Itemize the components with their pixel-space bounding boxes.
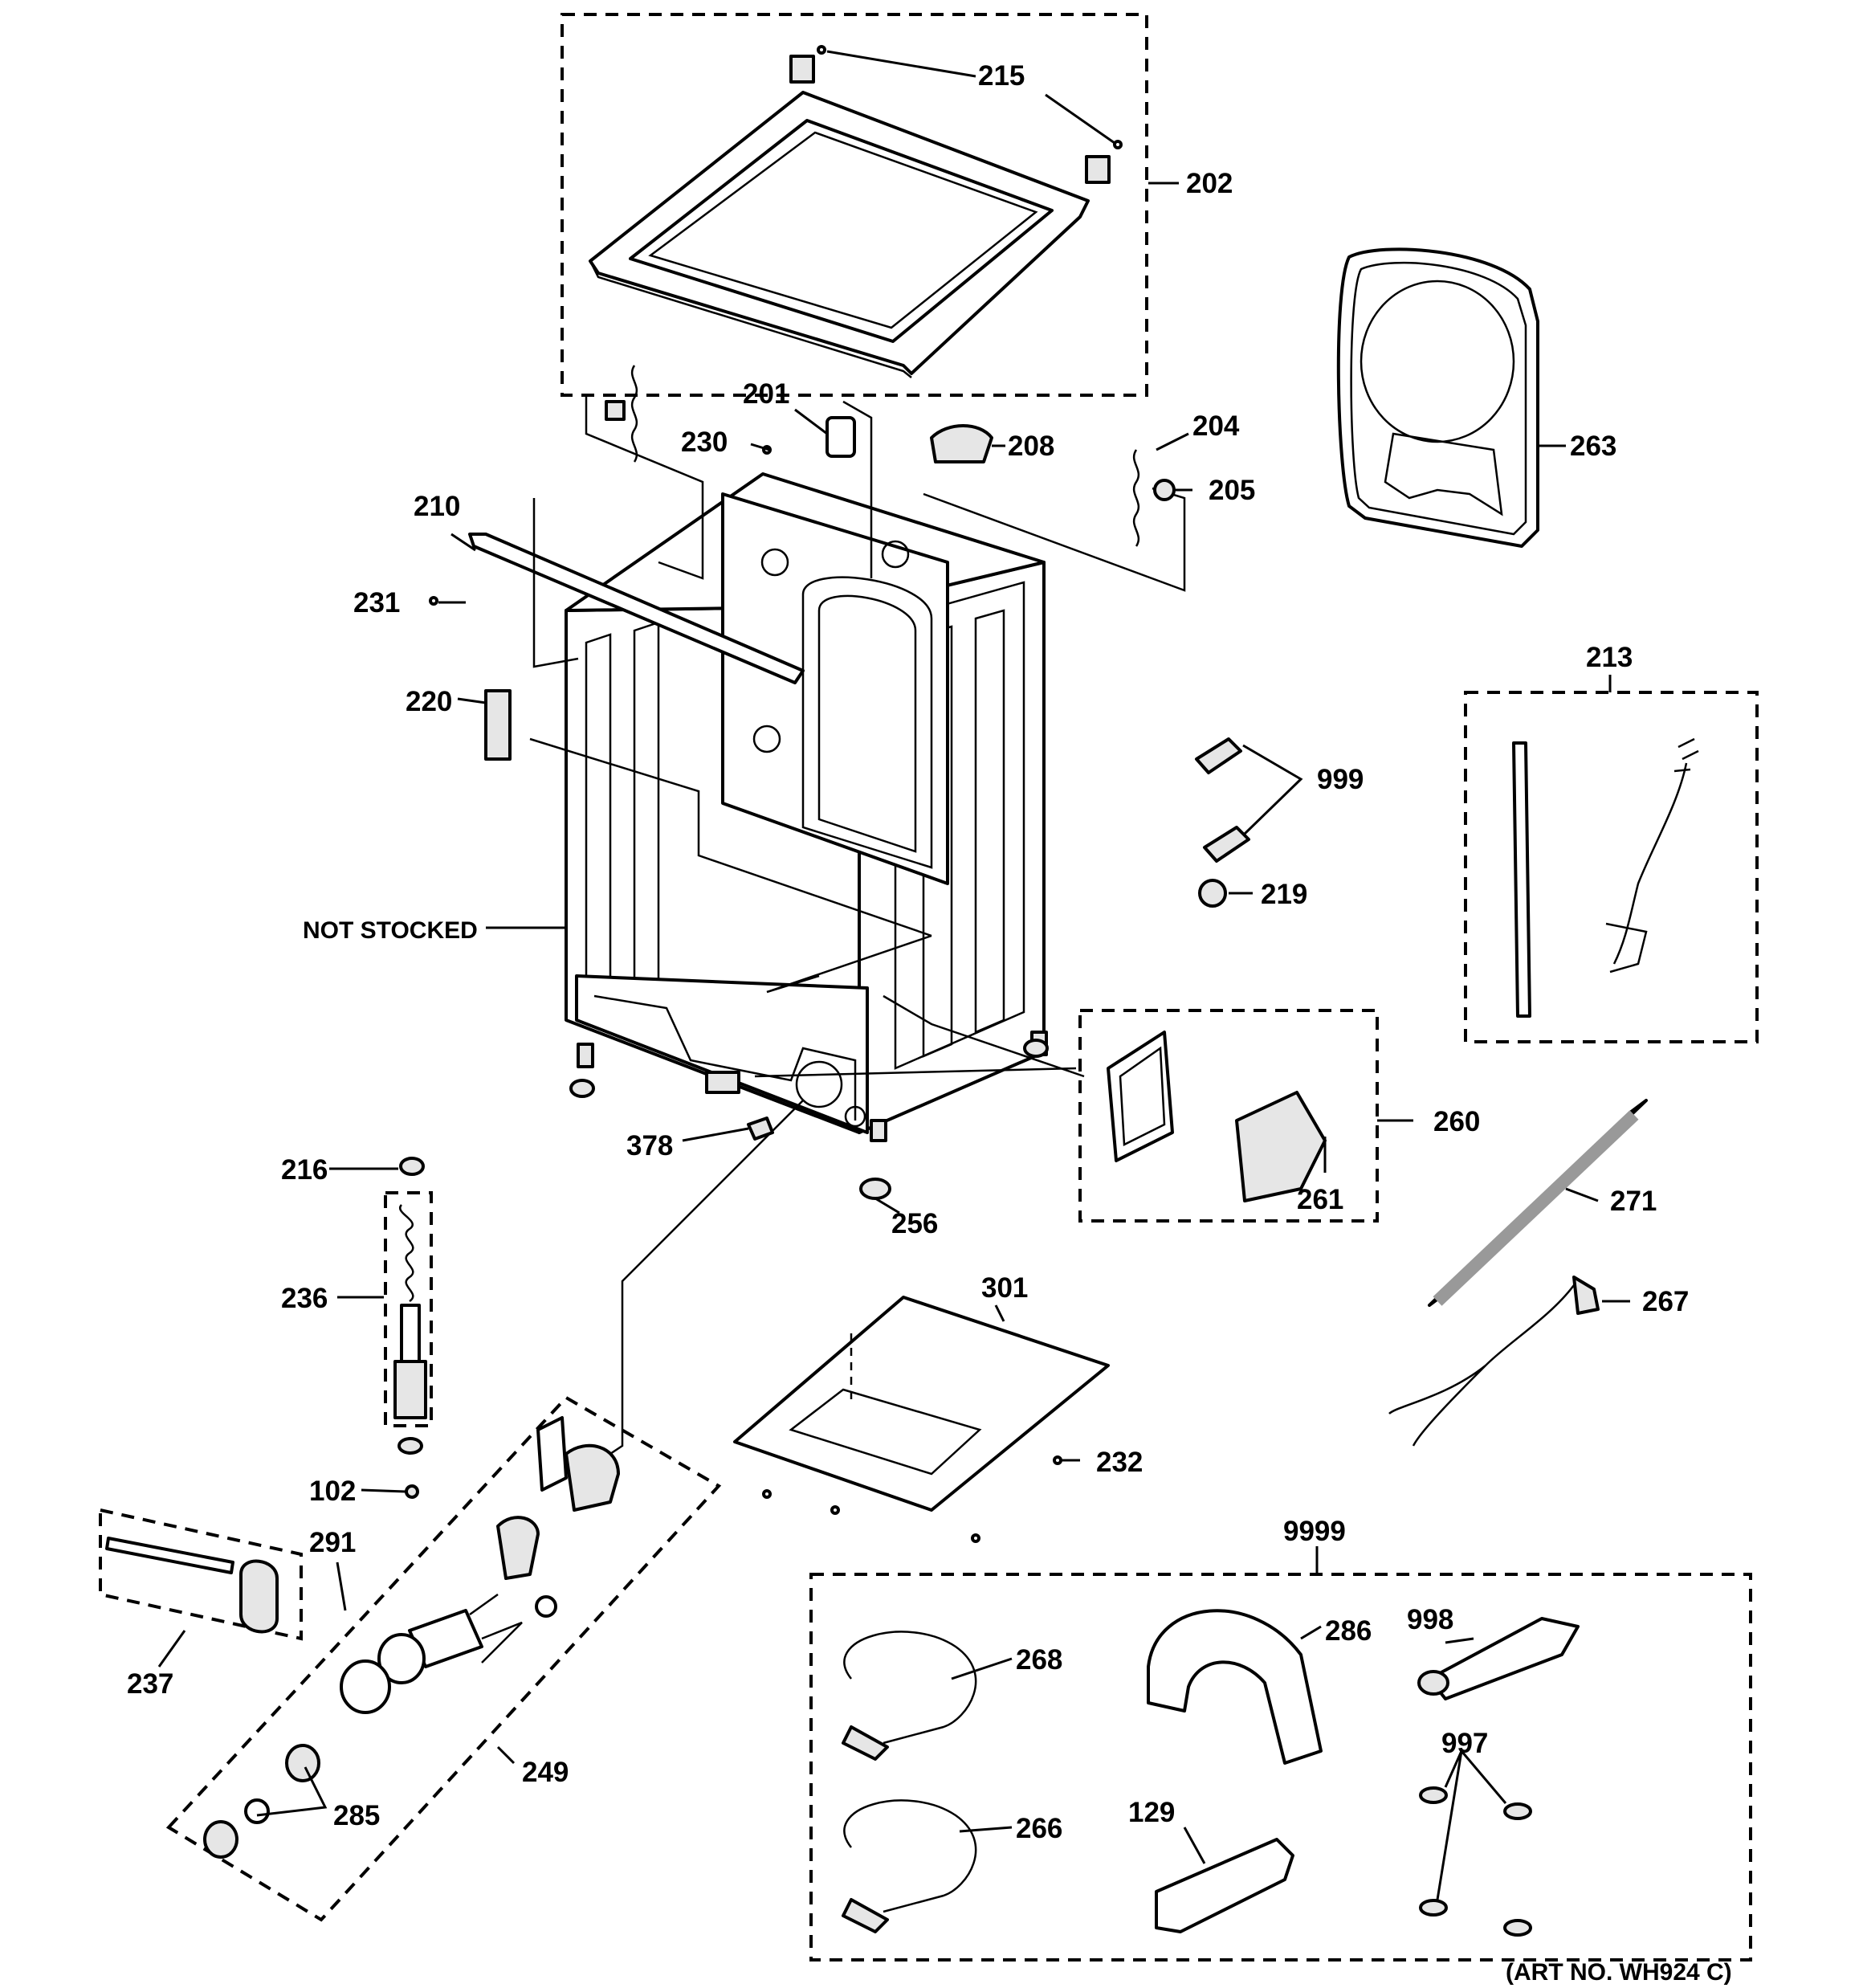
- bracket-220: [484, 689, 512, 761]
- callout-204: 204: [1192, 410, 1240, 442]
- group-237: [99, 1508, 303, 1668]
- spring-left: [630, 365, 638, 463]
- callout-210: 210: [414, 491, 460, 522]
- part-999-a: [1195, 737, 1242, 774]
- callout-291: 291: [309, 1527, 356, 1558]
- callout-129: 129: [1128, 1797, 1175, 1828]
- art-number: (ART NO. WH924 C): [1506, 1959, 1732, 1986]
- callout-237: 237: [127, 1668, 173, 1700]
- callout-219: 219: [1261, 879, 1307, 910]
- callout-285: 285: [333, 1800, 380, 1831]
- part-216: [399, 1157, 425, 1176]
- spring-right-204: [1132, 449, 1140, 547]
- callout-268: 268: [1016, 1644, 1062, 1676]
- upper-small-parts: [429, 365, 1192, 761]
- callout-220: 220: [406, 686, 452, 717]
- callout-301: 301: [981, 1272, 1028, 1304]
- cabinet-front-base: [575, 974, 869, 1134]
- control-group-260: [1078, 1009, 1413, 1223]
- callout-201: 201: [743, 378, 789, 410]
- drain-hose-271: [1428, 1099, 1648, 1307]
- callout-208: 208: [1008, 431, 1054, 462]
- group-box-202: [561, 13, 1148, 397]
- top-panel-seal: [629, 119, 1054, 343]
- callout-378: 378: [626, 1130, 673, 1161]
- callout-998: 998: [1407, 1604, 1453, 1635]
- callout-labels: 215 202 201 230 208 204 205 263 210 231 …: [127, 60, 1732, 1986]
- accessory-kit-9999: [809, 1546, 1752, 1961]
- part-999-b: [1203, 826, 1250, 863]
- shock-group-236: [329, 1157, 433, 1455]
- callout-232: 232: [1096, 1447, 1143, 1478]
- callout-260: 260: [1433, 1106, 1480, 1137]
- callout-997: 997: [1441, 1728, 1488, 1759]
- top-clip-right: [1085, 155, 1111, 184]
- callout-215: 215: [978, 60, 1025, 92]
- callout-271: 271: [1610, 1186, 1657, 1217]
- top-clip-left: [789, 55, 815, 84]
- callout-999: 999: [1317, 764, 1364, 795]
- base-plate-301: [733, 1296, 1110, 1543]
- cabinet-not-stocked: [468, 472, 1048, 1142]
- callout-9999: 9999: [1283, 1516, 1346, 1547]
- wire-harness-213: [1464, 675, 1759, 1043]
- wire-267: [1388, 1276, 1630, 1447]
- top-panel-group: [561, 13, 1179, 397]
- callout-263: 263: [1570, 431, 1616, 462]
- rear-gasket-263: [1336, 247, 1566, 548]
- front-cross-brace: [468, 533, 805, 684]
- callout-266: 266: [1016, 1813, 1062, 1844]
- parts-999-219: [1195, 737, 1303, 908]
- callout-256: 256: [891, 1208, 938, 1239]
- callout-261: 261: [1297, 1184, 1343, 1215]
- bushing-205: [1153, 479, 1176, 501]
- callout-205: 205: [1209, 475, 1255, 506]
- callout-231: 231: [353, 587, 400, 618]
- callout-286: 286: [1325, 1615, 1372, 1647]
- callout-230: 230: [681, 427, 728, 458]
- capacitor-201: [826, 416, 856, 458]
- module-261: [1235, 1091, 1327, 1202]
- callout-213: 213: [1586, 642, 1633, 673]
- callout-236: 236: [281, 1283, 328, 1314]
- pump-group-249: [165, 1395, 722, 1922]
- cabinet-rear-panel: [721, 492, 949, 885]
- part-219: [1198, 879, 1227, 908]
- feet-378-256: [569, 1039, 1049, 1214]
- callout-267: 267: [1642, 1286, 1689, 1317]
- callout-102: 102: [309, 1476, 356, 1507]
- not-stocked-label: NOT STOCKED: [303, 917, 478, 944]
- pressure-switch-208: [930, 424, 993, 463]
- callout-202: 202: [1186, 168, 1233, 199]
- callout-216: 216: [281, 1154, 328, 1186]
- callout-249: 249: [522, 1757, 569, 1788]
